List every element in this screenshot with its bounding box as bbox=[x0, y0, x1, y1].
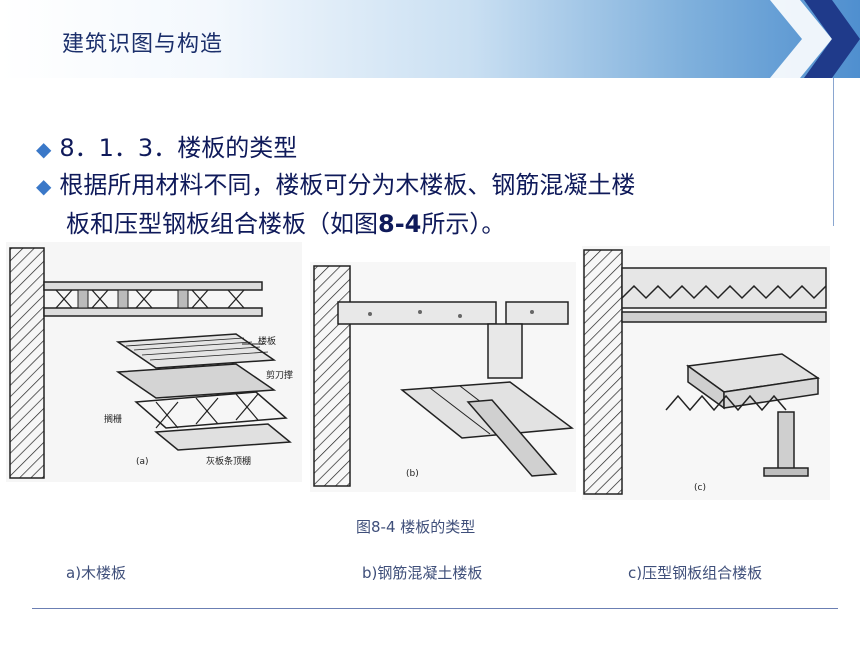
tag-a: (a) bbox=[136, 457, 149, 467]
description-line2-pre: 板和压型钢板组合楼板（如图 bbox=[66, 210, 378, 238]
label-floor-board: 楼板 bbox=[258, 335, 276, 347]
page-title: 建筑识图与构造 bbox=[62, 32, 224, 57]
label-lath-ceiling: 灰板条顶棚 bbox=[206, 455, 251, 467]
description-figure-ref: 8-4 bbox=[378, 210, 422, 238]
footer-divider bbox=[32, 608, 838, 609]
label-scissor-brace: 剪刀撑 bbox=[266, 369, 293, 381]
figure-concrete-floor: (b) bbox=[310, 262, 576, 492]
caption-c: c)压型钢板组合楼板 bbox=[628, 564, 763, 582]
caption-a: a)木楼板 bbox=[66, 564, 127, 582]
diamond-bullet-icon: ◆ bbox=[36, 137, 52, 161]
tag-b: (b) bbox=[406, 469, 419, 479]
diamond-bullet-icon: ◆ bbox=[36, 174, 52, 198]
section-heading-text: 8．1．3．楼板的类型 bbox=[59, 134, 298, 162]
description-line1: 根据所用材料不同，楼板可分为木楼板、钢筋混凝土楼 bbox=[59, 171, 636, 199]
bullet-section-heading: ◆ 8．1．3．楼板的类型 bbox=[36, 128, 297, 163]
side-divider bbox=[833, 78, 834, 226]
figure-wood-floor: 楼板 剪刀撑 搁栅 灰板条顶棚 (a) bbox=[6, 242, 302, 482]
header-band: 建筑识图与构造 bbox=[0, 0, 860, 78]
chevron-right-icon bbox=[770, 0, 860, 78]
bullet-description: ◆ 根据所用材料不同，楼板可分为木楼板、钢筋混凝土楼 板和压型钢板组合楼板（如图8… bbox=[36, 166, 635, 243]
figure-caption: 图8-4 楼板的类型 bbox=[356, 518, 476, 536]
label-joist: 搁栅 bbox=[104, 413, 122, 425]
tag-c: (c) bbox=[694, 483, 706, 493]
description-line2-post: 所示）。 bbox=[421, 210, 506, 238]
caption-b: b)钢筋混凝土楼板 bbox=[362, 564, 483, 582]
figure-steel-deck-floor: (c) bbox=[582, 246, 830, 500]
